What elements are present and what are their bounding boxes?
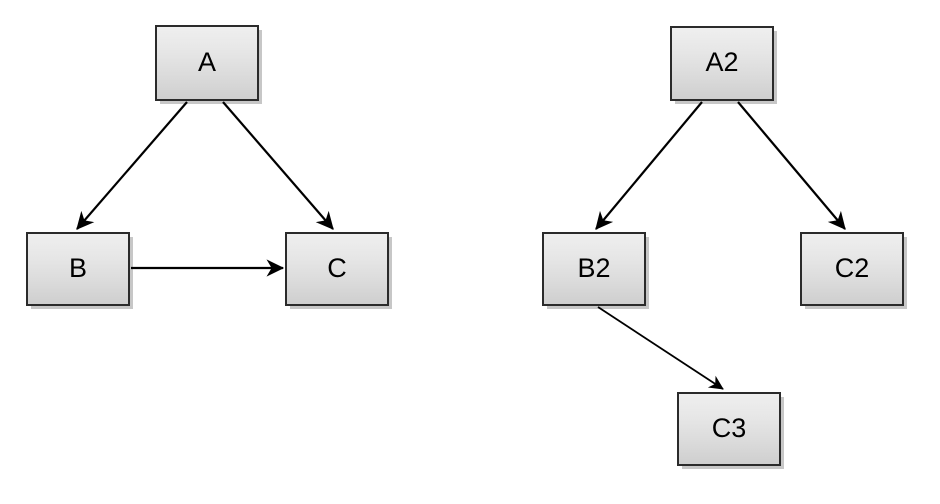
edge-a-to-b [76,101,188,230]
edge-a-to-c [222,101,334,230]
node-b[interactable]: B [26,232,130,306]
edge-a2-to-c2 [737,101,846,230]
edge-b2-to-c3 [597,306,724,390]
node-a2[interactable]: A2 [670,26,774,101]
node-c[interactable]: C [285,232,389,306]
node-b2[interactable]: B2 [542,232,646,306]
node-c-label: C [327,252,347,283]
edge-a2-to-b2 [595,101,703,230]
node-c3[interactable]: C3 [677,392,781,466]
node-c2-label: C2 [834,252,870,283]
node-a-label: A [197,46,216,77]
node-c2[interactable]: C2 [800,232,904,306]
node-b2-label: B2 [577,252,611,283]
node-a[interactable]: A [155,25,259,101]
node-b-label: B [68,252,87,283]
node-a2-label: A2 [705,47,739,77]
node-c3-label: C3 [711,412,747,443]
